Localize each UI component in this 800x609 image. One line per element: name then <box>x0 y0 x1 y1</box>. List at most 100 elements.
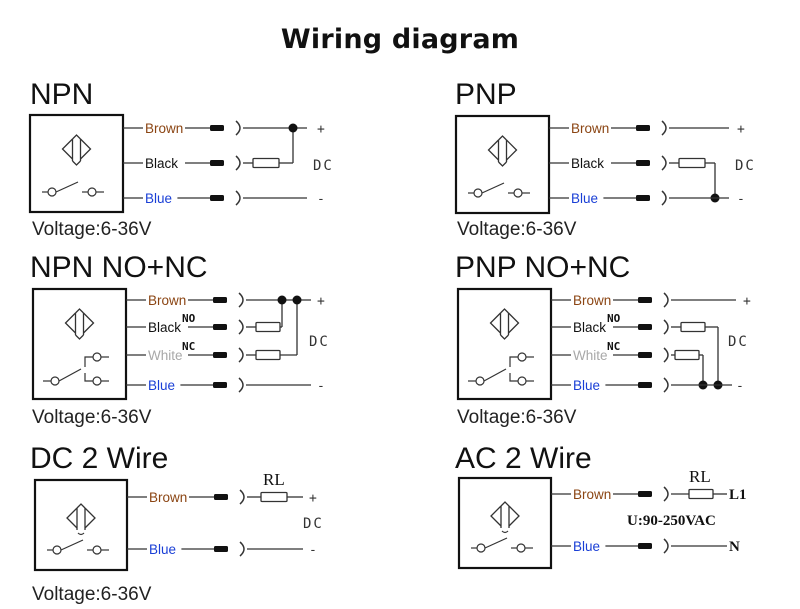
connector-pin-icon <box>636 160 650 166</box>
connector-socket-icon <box>238 347 244 363</box>
wire-color-label: Blue <box>573 539 600 554</box>
sensor-body <box>28 113 125 214</box>
inductive-sensor-icon <box>64 308 95 340</box>
voltage-spec: Voltage:6-36V <box>457 407 577 428</box>
wire-color-label: Black <box>571 156 604 171</box>
inductive-sensor-icon <box>66 503 96 536</box>
connector-pin-icon <box>636 195 650 201</box>
wire-brown: Brown <box>127 489 245 505</box>
switch-icon <box>471 537 533 553</box>
supply-label: DC <box>309 334 330 350</box>
wire-blue: Blue <box>551 377 669 393</box>
resistor-symbol <box>260 491 288 503</box>
wire-black: Black <box>123 155 241 171</box>
contact-tag: NC <box>607 340 620 353</box>
contact-tag: NO <box>607 312 621 325</box>
connector-pin-icon <box>213 352 227 358</box>
wire-blue: Blue <box>123 190 241 206</box>
changeover-switch-icon <box>43 352 109 386</box>
junction-dot <box>277 295 287 305</box>
resistor-symbol <box>680 321 706 333</box>
contact-tag: NC <box>182 340 195 353</box>
connector-socket-icon <box>661 155 667 171</box>
sensor-body <box>454 114 551 215</box>
connector-socket-icon <box>663 319 669 335</box>
wire-color-label: Brown <box>145 121 183 136</box>
page-title: Wiring diagram <box>280 24 520 55</box>
voltage-spec: Voltage:6-36V <box>32 219 152 240</box>
connector-socket-icon <box>235 155 241 171</box>
terminal-plus: + <box>317 122 325 137</box>
external-circuit: +-DC <box>671 294 751 394</box>
terminal-minus: - <box>736 379 744 394</box>
contact-tag: NO <box>182 312 196 325</box>
wire-brown: Brown <box>126 292 244 308</box>
wire-color-label: Brown <box>571 121 609 136</box>
junction-dot <box>288 123 298 133</box>
load-resistor-label: RL <box>263 470 285 489</box>
panel-title: DC 2 Wire <box>30 442 168 475</box>
connector-pin-icon <box>210 125 224 131</box>
connector-socket-icon <box>238 319 244 335</box>
supply-label: DC <box>728 334 749 350</box>
sensor-body <box>457 476 553 570</box>
resistor-symbol <box>255 349 281 361</box>
wire-color-label: Blue <box>571 191 598 206</box>
connector-socket-icon <box>663 538 669 554</box>
wire-color-label: Blue <box>573 378 600 393</box>
connector-socket-icon <box>661 120 667 136</box>
switch-icon <box>42 181 104 197</box>
connector-pin-icon <box>210 160 224 166</box>
connector-socket-icon <box>661 190 667 206</box>
panel-title: AC 2 Wire <box>455 442 592 475</box>
panel-pnp-no-nc: PNP NO+NCBrownBlackNOWhiteNCBlue+-DCVolt… <box>455 251 751 428</box>
connector-socket-icon <box>663 377 669 393</box>
wire-color-label: Brown <box>149 490 187 505</box>
wire-color-label: Blue <box>148 378 175 393</box>
terminal-plus: + <box>317 294 325 309</box>
external-circuit: +-DC <box>669 122 756 207</box>
connector-pin-icon <box>213 382 227 388</box>
sensor-body <box>31 287 128 401</box>
wire-blue: Blue <box>126 377 244 393</box>
wire-blue: Blue <box>127 541 245 557</box>
external-circuit: +-DC <box>243 122 332 207</box>
terminal-minus: - <box>309 543 317 558</box>
wire-color-label: Black <box>145 156 178 171</box>
wire-color-label: Black <box>148 320 181 335</box>
connector-pin-icon <box>213 324 227 330</box>
changeover-switch-icon <box>468 352 534 386</box>
wire-color-label: Brown <box>573 293 611 308</box>
inductive-sensor-icon <box>61 134 92 166</box>
sensor-body <box>33 478 129 572</box>
wire-color-label: Brown <box>148 293 186 308</box>
wire-blue: Blue <box>549 190 667 206</box>
sensor-body <box>456 287 553 401</box>
terminal-plus: + <box>309 491 317 506</box>
panel-npn-no-nc: NPN NO+NCBrownBlackNOWhiteNCBlue+-DCVolt… <box>30 251 330 428</box>
connector-socket-icon <box>663 347 669 363</box>
inductive-sensor-icon <box>489 308 520 340</box>
supply-label: DC <box>735 158 756 174</box>
switch-icon <box>468 182 530 198</box>
connector-pin-icon <box>638 324 652 330</box>
resistor-symbol <box>688 488 714 500</box>
wire-black: Black <box>549 155 667 171</box>
connector-socket-icon <box>235 120 241 136</box>
wire-color-label: Blue <box>149 542 176 557</box>
wire-color-label: Brown <box>573 487 611 502</box>
connector-pin-icon <box>638 382 652 388</box>
connector-pin-icon <box>214 494 228 500</box>
resistor-symbol <box>674 349 700 361</box>
resistor-symbol <box>678 157 706 169</box>
panel-title: PNP NO+NC <box>455 251 630 284</box>
resistor-symbol <box>252 157 280 169</box>
